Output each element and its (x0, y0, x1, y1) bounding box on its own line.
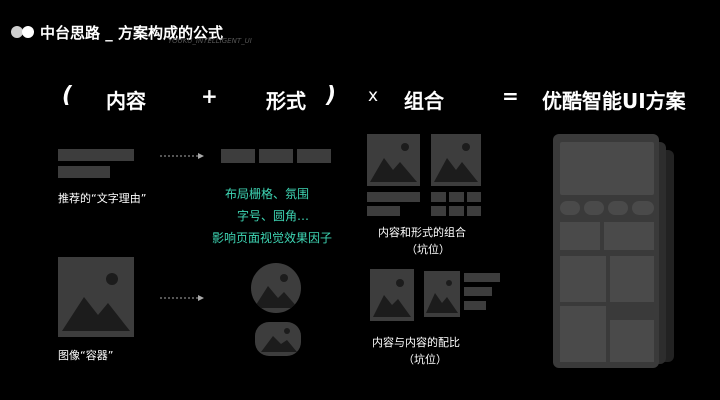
formula-combination: 组合 (404, 89, 444, 113)
text-label: 推荐的“文字理由” (58, 192, 147, 205)
factor-text-2: 字号、圆角… (237, 209, 310, 223)
formula-equals: = (502, 84, 519, 108)
formula-content: 内容 (106, 89, 146, 113)
formula-plus: + (201, 84, 218, 108)
circle-image-icon (250, 262, 302, 314)
logo-icon (10, 25, 36, 39)
rounded-image-icon (255, 322, 301, 356)
image-placeholder-icon (58, 257, 134, 337)
factor-text-1: 布局栅格、氛围 (225, 187, 310, 201)
image-label: 图像“容器” (58, 349, 114, 362)
bracket-open: ( (62, 83, 73, 108)
formula-times: x (368, 86, 379, 106)
factor-text-3: 影响页面视觉效果因子 (212, 231, 333, 245)
dotted-arrow (160, 151, 206, 161)
combo-label: 内容和形式的组合 (378, 226, 466, 239)
formula-result: 优酷智能UI方案 (542, 89, 686, 113)
dotted-arrow (160, 293, 206, 303)
bracket-close: ) (326, 83, 337, 108)
page-title: 中台思路 _ 方案构成的公式 (40, 24, 223, 42)
ratio-sublabel: （坑位） (403, 353, 447, 366)
ratio-label: 内容与内容的配比 (372, 336, 460, 349)
formula-form: 形式 (266, 89, 306, 113)
watermark: YOUKU_INTELLIGENT_UI (168, 37, 252, 45)
combo-sublabel: （坑位） (406, 243, 450, 256)
